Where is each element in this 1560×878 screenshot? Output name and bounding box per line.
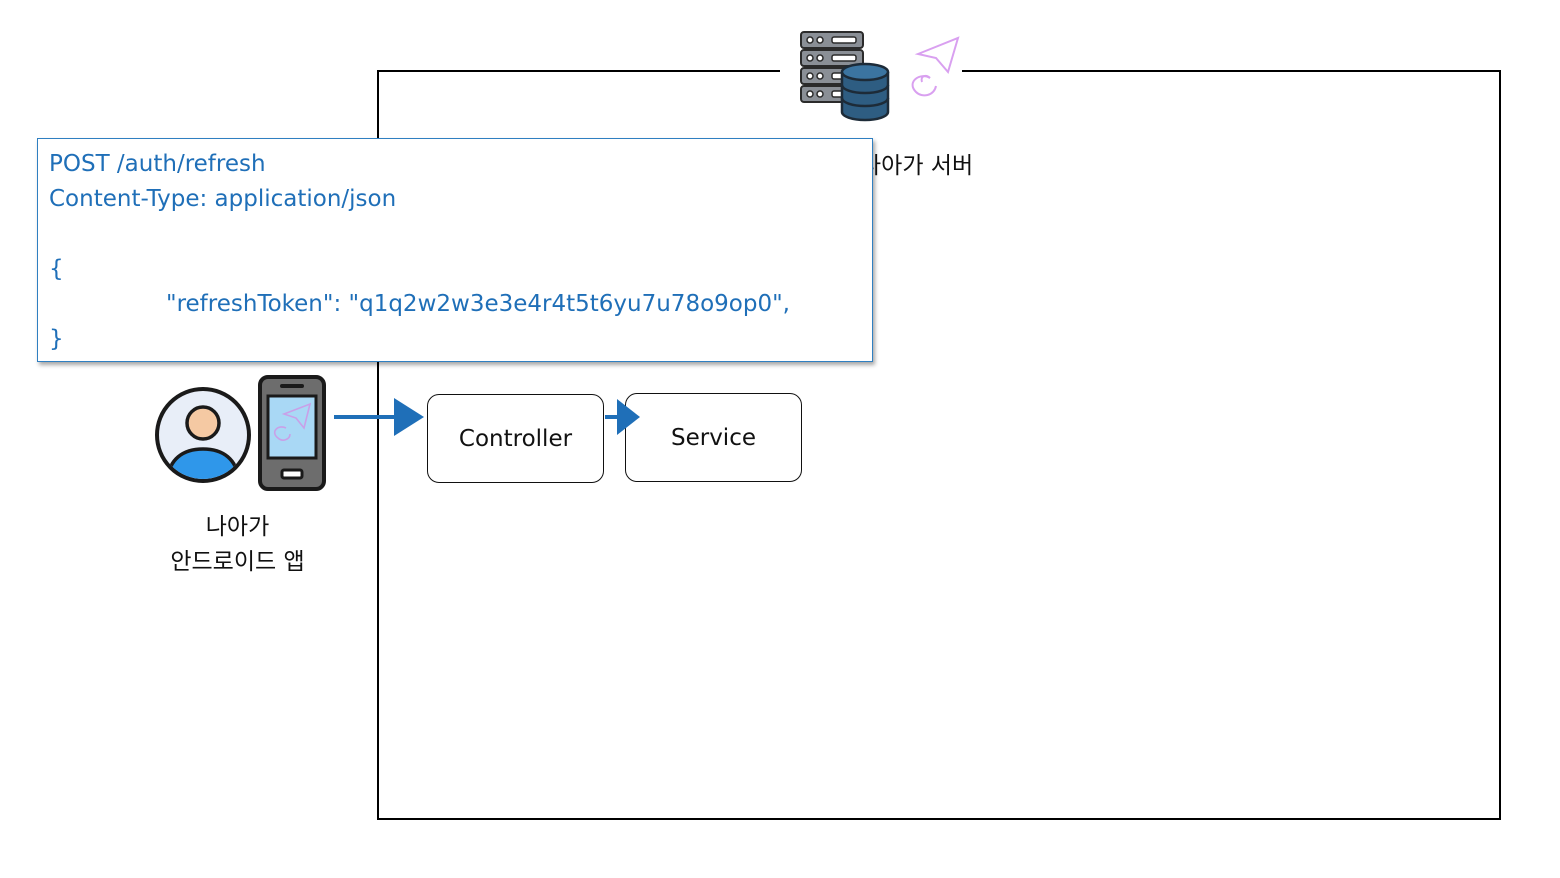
arrow-controller-to-service xyxy=(605,399,640,435)
request-line: } xyxy=(49,326,64,352)
controller-label: Controller xyxy=(458,425,573,452)
server-database-icon xyxy=(800,31,960,122)
client-label-line: 안드로이드 앱 xyxy=(170,549,305,575)
service-label: Service xyxy=(670,424,756,451)
client-label-line: 나아가 xyxy=(205,514,270,540)
smartphone-icon xyxy=(258,375,326,491)
request-code-box: POST /auth/refresh Content-Type: applica… xyxy=(37,138,873,362)
arrow-client-to-controller xyxy=(334,398,424,436)
request-line: Content-Type: application/json xyxy=(49,186,397,212)
user-avatar-icon xyxy=(155,387,251,483)
client-label: 나아가 안드로이드 앱 xyxy=(140,510,335,580)
request-line: { xyxy=(49,256,64,282)
controller-box: Controller xyxy=(427,394,604,483)
request-line: POST /auth/refresh xyxy=(49,151,266,177)
server-label: 나아가 서버 xyxy=(860,153,974,179)
request-line: "refreshToken": "q1q2w2w3e3e4r4t5t6yu7u7… xyxy=(166,291,790,317)
service-box: Service xyxy=(625,393,802,482)
request-line xyxy=(49,217,872,252)
